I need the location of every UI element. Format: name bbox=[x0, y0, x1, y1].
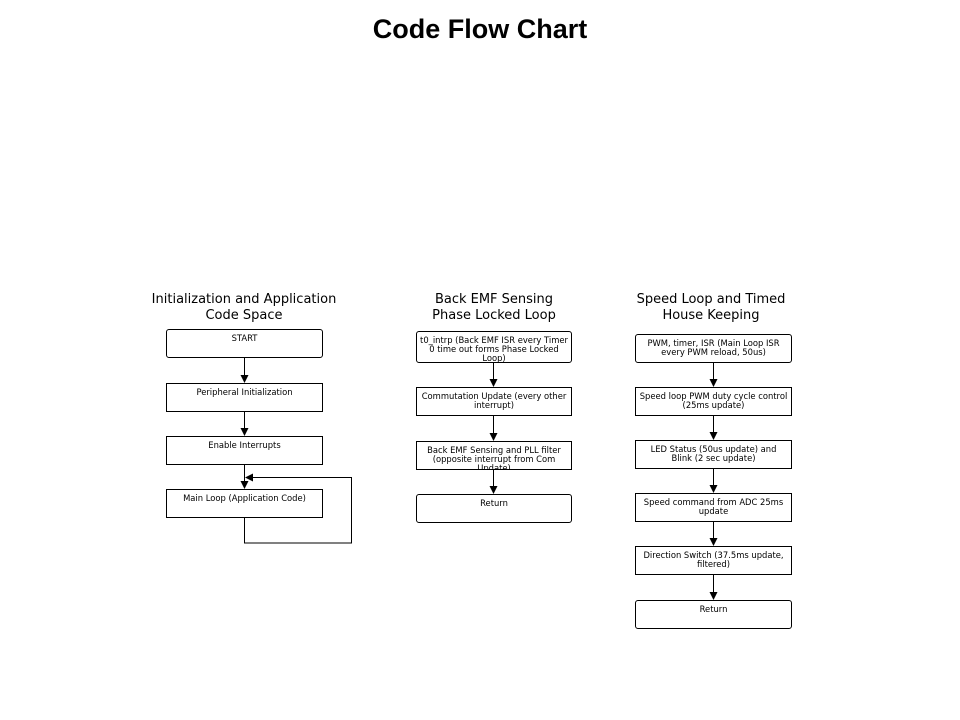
led-status-box: LED Status (50us update) and Blink (2 se… bbox=[635, 440, 792, 469]
start-box: START bbox=[166, 329, 323, 358]
main-loop-box: Main Loop (Application Code) bbox=[166, 489, 323, 518]
speed-loop-box: Speed loop PWM duty cycle control (25ms … bbox=[635, 387, 792, 416]
column-3-heading-line1: Speed Loop and Timed bbox=[636, 292, 786, 307]
direction-switch-box: Direction Switch (37.5ms update, filtere… bbox=[635, 546, 792, 575]
return-box-col2: Return bbox=[416, 494, 572, 523]
back-emf-sensing-box: Back EMF Sensing and PLL filter (opposit… bbox=[416, 441, 572, 470]
column-3-heading-line2: House Keeping bbox=[662, 308, 760, 323]
speed-command-box: Speed command from ADC 25ms update bbox=[635, 493, 792, 522]
peripheral-init-box: Peripheral Initialization bbox=[166, 383, 323, 412]
loop-back-arrow bbox=[244, 473, 352, 544]
column-1-heading: Initialization and Application Code Spac… bbox=[140, 292, 348, 324]
t0-intrp-box: t0_intrp (Back EMF ISR every Timer 0 tim… bbox=[416, 331, 572, 363]
column-1-heading-line1: Initialization and Application bbox=[151, 292, 337, 307]
column-2-heading-line2: Phase Locked Loop bbox=[432, 308, 556, 323]
column-2-heading: Back EMF Sensing Phase Locked Loop bbox=[400, 292, 588, 324]
column-3-heading: Speed Loop and Timed House Keeping bbox=[620, 292, 802, 324]
commutation-update-box: Commutation Update (every other interrup… bbox=[416, 387, 572, 416]
pwm-isr-box: PWM, timer, ISR (Main Loop ISR every PWM… bbox=[635, 334, 792, 363]
column-1-heading-line2: Code Space bbox=[205, 308, 283, 323]
return-box-col3: Return bbox=[635, 600, 792, 629]
page-title: Code Flow Chart bbox=[372, 14, 588, 44]
enable-interrupts-box: Enable Interrupts bbox=[166, 436, 323, 465]
column-2-heading-line1: Back EMF Sensing bbox=[434, 292, 554, 307]
